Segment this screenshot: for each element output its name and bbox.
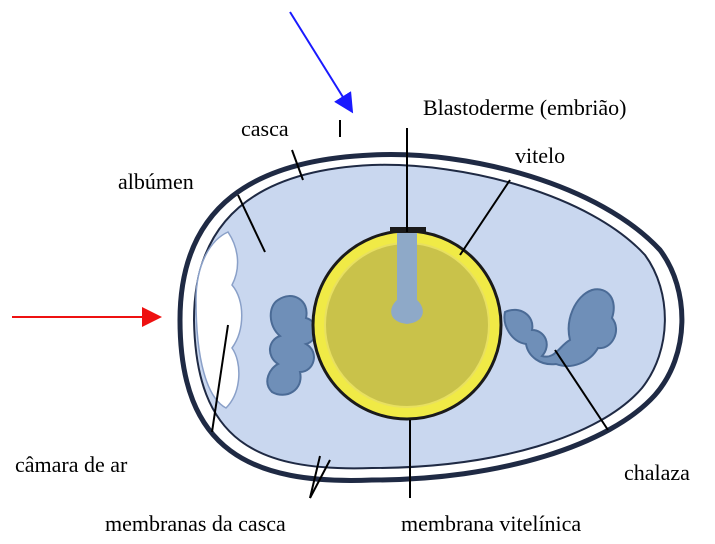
label-albumen: albúmen xyxy=(118,171,194,193)
blue-arrow xyxy=(290,12,351,110)
label-membrana-vitelinica: membrana vitelínica xyxy=(401,513,581,535)
label-vitelo: vitelo xyxy=(515,145,565,167)
label-membranas-da-casca: membranas da casca xyxy=(105,513,286,535)
label-camara-de-ar: câmara de ar xyxy=(15,454,127,476)
label-blastoderme: Blastoderme (embrião) xyxy=(423,97,626,119)
label-chalaza: chalaza xyxy=(624,462,690,484)
label-casca: casca xyxy=(241,118,289,140)
